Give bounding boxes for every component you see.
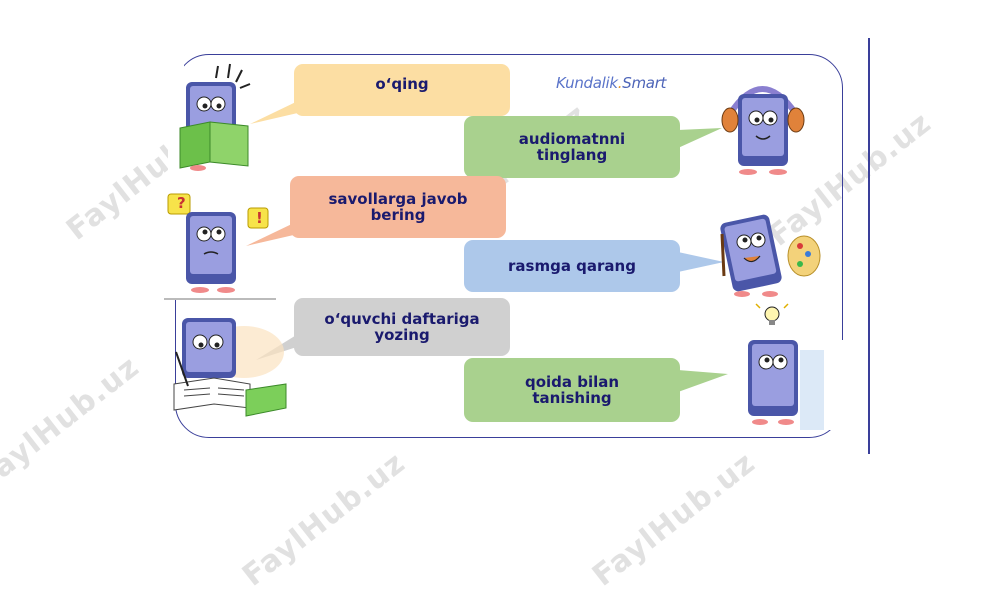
logo-text-kundalik: Kundalik — [556, 74, 618, 92]
bubble-answer: savollarga javob bering — [290, 176, 506, 238]
bubble-rule: qoida bilan tanishing — [464, 358, 680, 422]
bubble-listen: audiomatnni tinglang — [464, 116, 680, 178]
bubble-tails — [246, 100, 728, 392]
bubble-answer-label: savollarga javob bering — [328, 190, 468, 224]
logo-text-smart: Smart — [622, 74, 667, 92]
frame-gap — [820, 340, 850, 430]
exclamation-mark: ! — [256, 209, 263, 227]
writing-tablet-character — [173, 318, 287, 417]
logo-dot: . — [617, 74, 623, 92]
bubble-look-label: rasmga qarang — [508, 257, 636, 275]
bubble-look: rasmga qarang — [464, 240, 680, 292]
reading-tablet-character — [179, 63, 251, 171]
bubble-read-label: o‘qing — [375, 75, 429, 93]
kundalik-smart-logo: Kundalik.Smart — [556, 74, 666, 92]
bubble-rule-label: qoida bilan tanishing — [524, 373, 620, 407]
bubble-listen-label: audiomatnni tinglang — [518, 130, 626, 164]
bubble-write-label: o‘quvchi daftariga yozing — [324, 310, 480, 344]
right-divider-line — [868, 38, 870, 454]
bubble-read: o‘qing — [294, 64, 510, 116]
question-tablet-character — [164, 193, 276, 300]
bubble-write: o‘quvchi daftariga yozing — [294, 298, 510, 356]
painting-tablet-character — [720, 214, 821, 297]
listening-tablet-character — [721, 86, 805, 175]
idea-tablet-character — [748, 303, 824, 430]
frame-gap — [168, 60, 184, 300]
question-mark: ? — [177, 194, 186, 212]
